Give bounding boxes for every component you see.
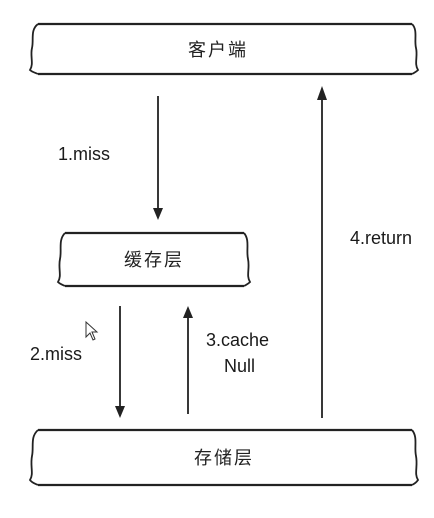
miss1-arrow-group: 1.miss bbox=[58, 96, 163, 220]
client-box-right-bracket bbox=[411, 23, 420, 75]
return-arrow-group: 4.return bbox=[317, 86, 412, 418]
storage-box: 存储层 bbox=[28, 428, 420, 487]
cache-null-arrowhead bbox=[183, 306, 193, 318]
miss2-arrow-group: 2.miss bbox=[30, 306, 125, 418]
cache-box: 缓存层 bbox=[56, 231, 252, 288]
storage-box-left-bracket bbox=[28, 429, 39, 486]
return-label: 4.return bbox=[350, 228, 412, 248]
miss2-label: 2.miss bbox=[30, 344, 82, 364]
cache-null-label-line1: 3.cache bbox=[206, 330, 269, 350]
miss1-label: 1.miss bbox=[58, 144, 110, 164]
miss1-arrowhead bbox=[153, 208, 163, 220]
miss2-arrowhead bbox=[115, 406, 125, 418]
cache-box-left-bracket bbox=[56, 232, 66, 287]
mouse-pointer-icon bbox=[85, 320, 99, 341]
client-label: 客户端 bbox=[188, 40, 248, 61]
cache-null-arrow-group: 3.cache Null bbox=[183, 306, 269, 414]
return-arrowhead bbox=[317, 86, 327, 100]
cache-box-right-bracket bbox=[243, 232, 252, 287]
client-box-left-bracket bbox=[28, 23, 39, 75]
client-box: 客户端 bbox=[28, 22, 420, 76]
storage-label: 存储层 bbox=[194, 448, 254, 469]
storage-box-right-bracket bbox=[411, 429, 420, 486]
cache-label: 缓存层 bbox=[124, 250, 184, 271]
cache-null-label-line2: Null bbox=[224, 356, 255, 376]
